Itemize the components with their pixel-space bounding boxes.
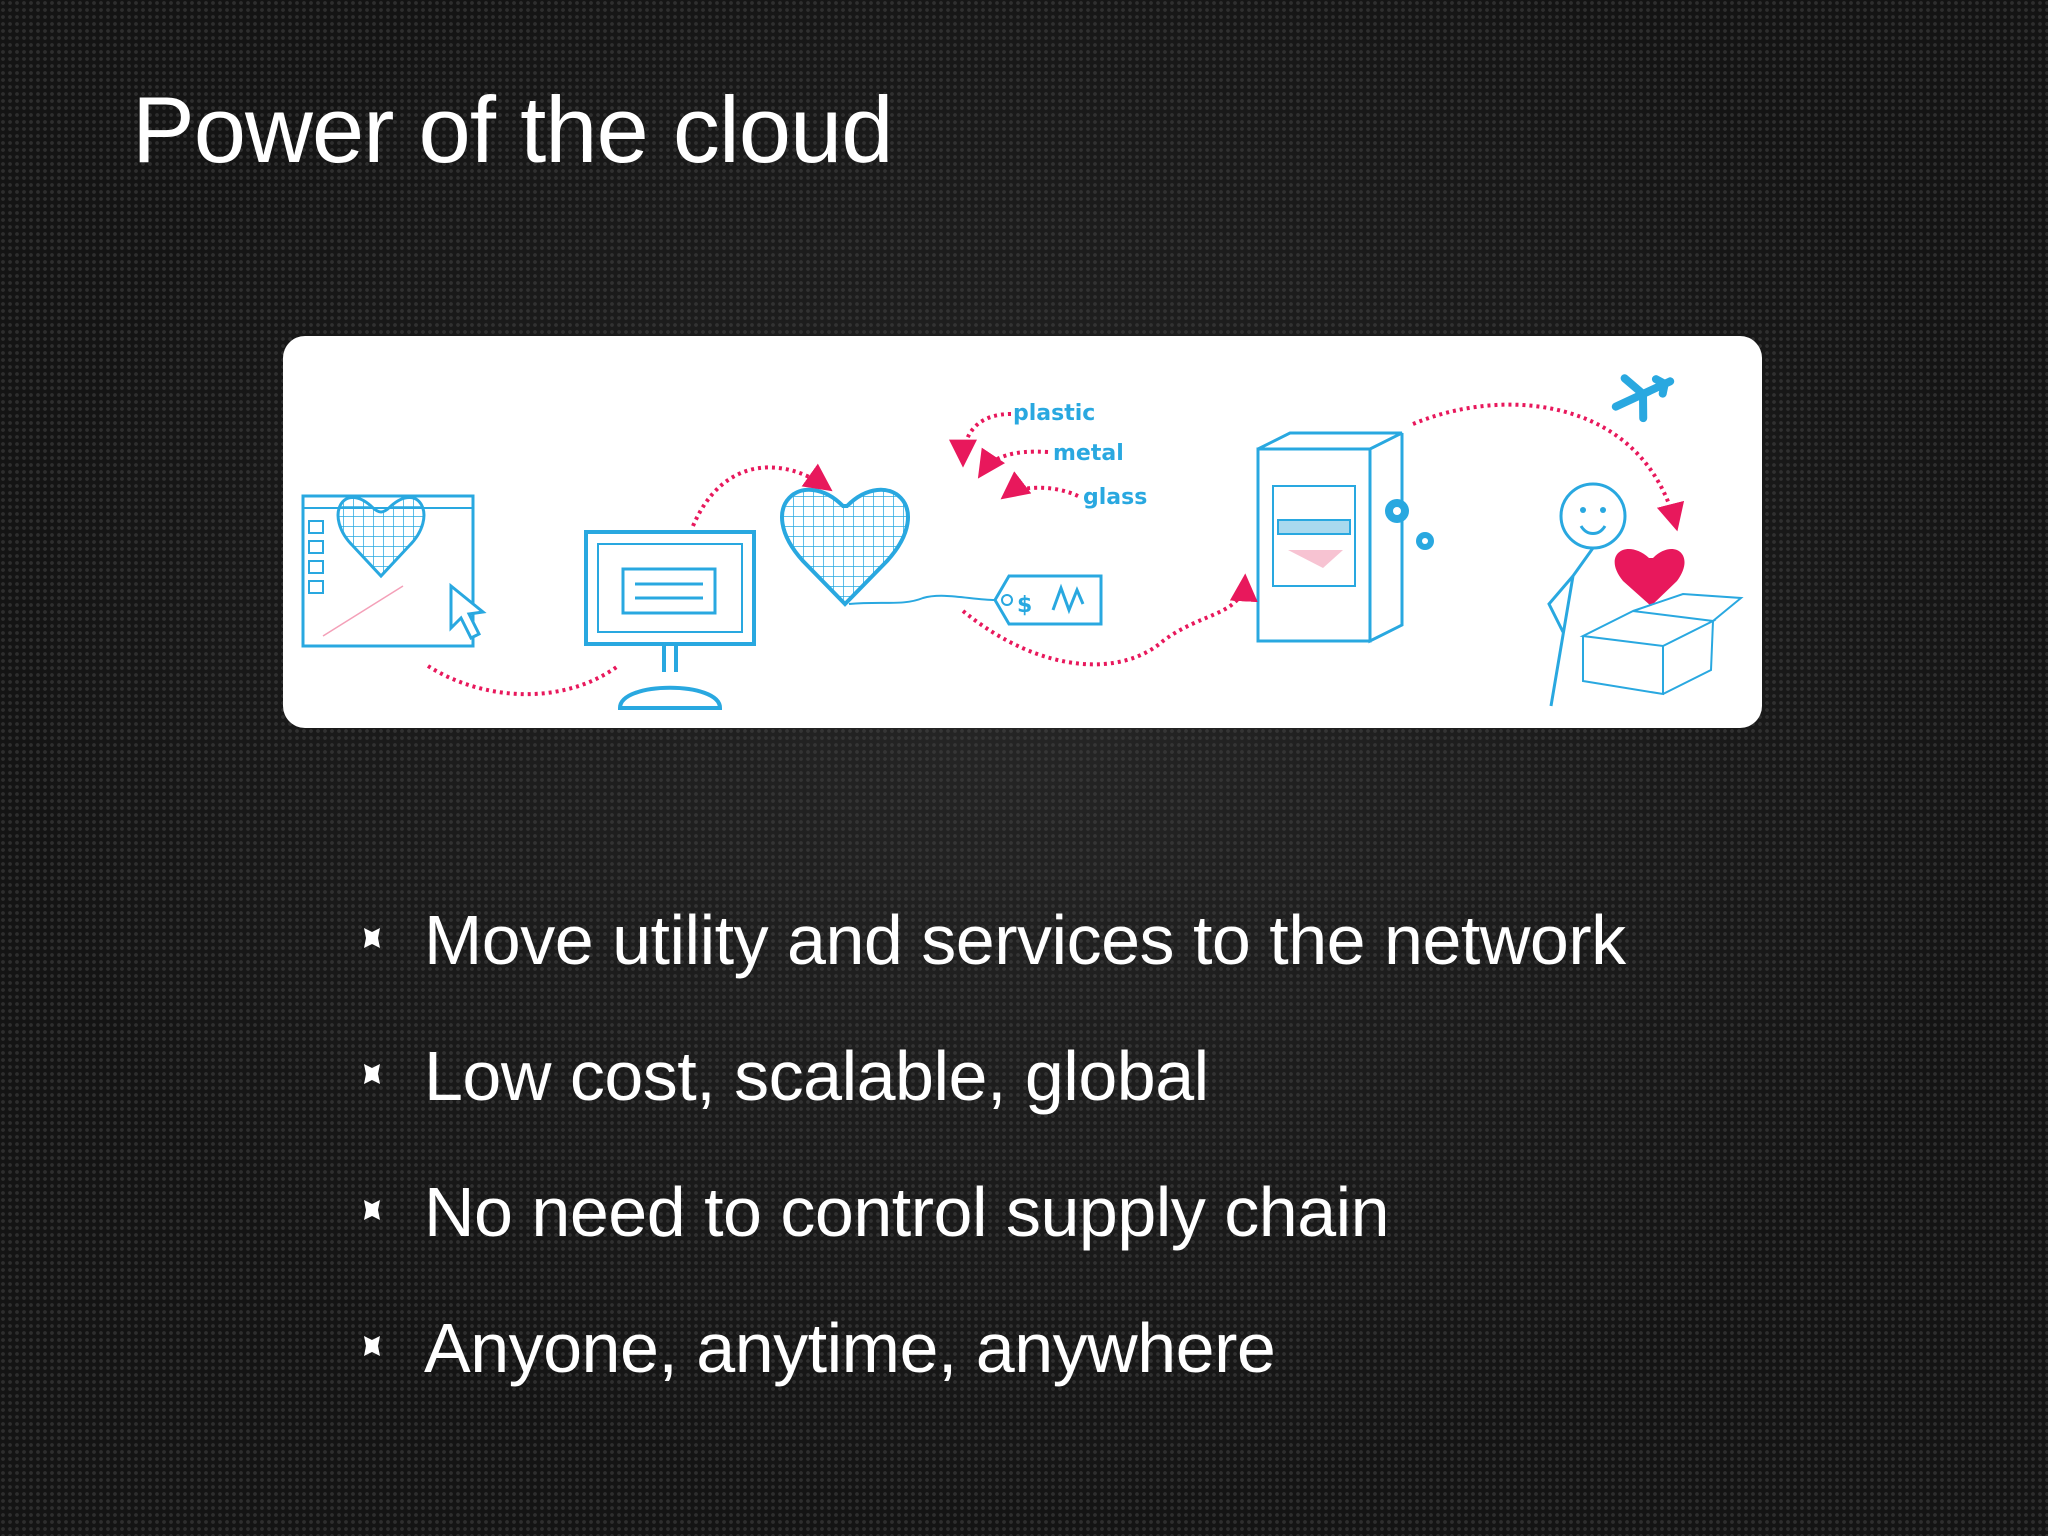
bullet-item: No need to control supply chain xyxy=(360,1164,1626,1300)
process-arrows xyxy=(426,402,1685,697)
slide-title: Power of the cloud xyxy=(132,77,894,182)
material-label-metal: metal xyxy=(1053,441,1124,466)
design-window-icon xyxy=(301,494,487,648)
bullet-text: Anyone, anytime, anywhere xyxy=(424,1309,1276,1387)
bullet-icon xyxy=(364,1200,380,1220)
bullet-text: No need to control supply chain xyxy=(424,1173,1390,1251)
fabricator-machine-icon xyxy=(1256,431,1434,644)
process-illustration: $ plastic metal glass xyxy=(283,336,1762,728)
happy-person-icon xyxy=(1547,482,1685,707)
bullet-text: Move utility and services to the network xyxy=(424,901,1626,979)
bullet-icon xyxy=(364,1064,380,1084)
bullet-icon xyxy=(364,1336,380,1356)
bullet-item: Anyone, anytime, anywhere xyxy=(360,1300,1626,1436)
bullet-text: Low cost, scalable, global xyxy=(424,1037,1209,1115)
wireframe-heart-icon xyxy=(780,487,910,607)
material-label-plastic: plastic xyxy=(1013,401,1095,426)
bullet-item: Low cost, scalable, global xyxy=(360,1028,1626,1164)
material-label-glass: glass xyxy=(1083,485,1147,510)
airplane-icon xyxy=(1611,374,1675,423)
price-tag-icon: $ xyxy=(848,574,1103,626)
bullet-list: Move utility and services to the network… xyxy=(360,892,1626,1436)
bullet-item: Move utility and services to the network xyxy=(360,892,1626,1028)
shipping-box-icon xyxy=(1579,592,1744,696)
bullet-icon xyxy=(364,928,380,948)
computer-monitor-icon xyxy=(584,530,756,710)
price-tag-label: $ xyxy=(1017,593,1032,618)
